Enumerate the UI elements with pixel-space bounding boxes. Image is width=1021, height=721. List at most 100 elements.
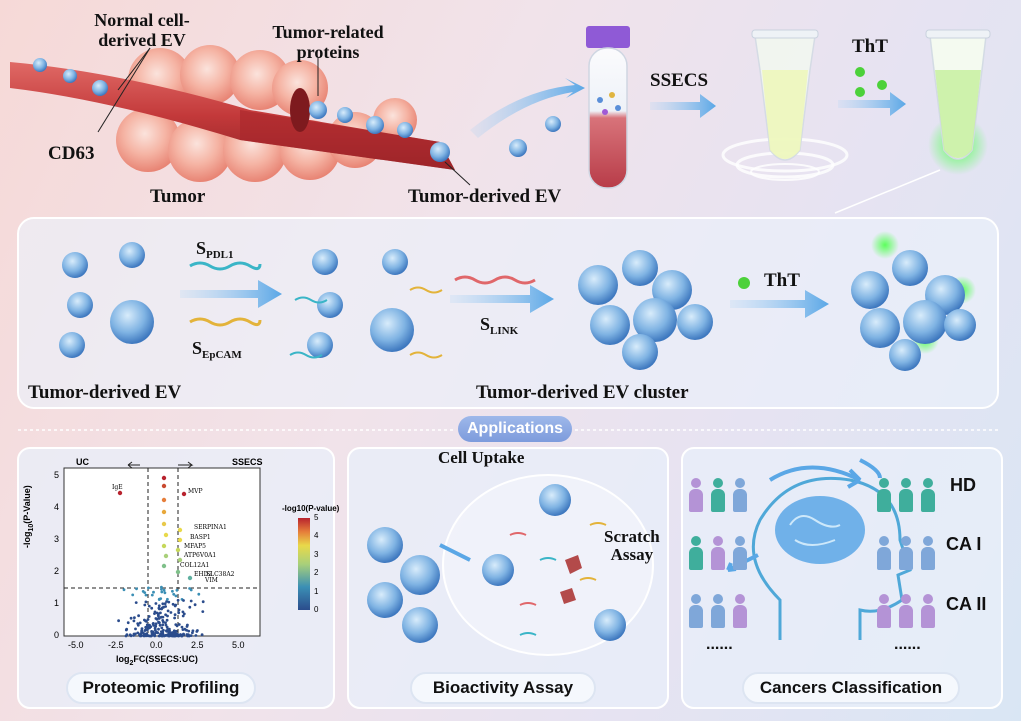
- volcano-point: [129, 616, 133, 620]
- volcano-point: [124, 634, 128, 638]
- volcano-point: [154, 622, 158, 626]
- bioactivity-assay-title: Bioactivity Assay: [410, 672, 596, 704]
- volcano-point: [161, 483, 167, 489]
- volcano-plot: [63, 467, 310, 638]
- fluorescent-ev-cluster: [851, 231, 976, 371]
- volcano-point: [140, 630, 144, 633]
- normal-ev-leader: [117, 47, 151, 91]
- volcano-point: [157, 615, 160, 618]
- volcano-point: [191, 629, 195, 633]
- tht-arrow: [838, 92, 906, 116]
- colorbar-title: -log10(P-value): [282, 504, 340, 513]
- volcano-xtick: 2.5: [191, 640, 204, 650]
- volcano-point: [161, 509, 167, 515]
- volcano-point: [167, 634, 171, 638]
- colorbar-tick: 5: [314, 513, 319, 522]
- volcano-point: [201, 610, 205, 613]
- volcano-point: [160, 630, 163, 633]
- volcano-point: [185, 625, 189, 628]
- person-icon: [920, 478, 936, 512]
- volcano-point: [200, 633, 204, 637]
- volcano-point: [193, 603, 197, 607]
- person-icon: [898, 536, 914, 570]
- scratch-line2: Assay: [610, 545, 654, 564]
- gene-label: MVP: [188, 488, 203, 495]
- volcano-point: [162, 588, 166, 592]
- person-icon: [876, 478, 892, 512]
- tht-icon-2: [738, 277, 750, 289]
- person-icon: [732, 478, 748, 512]
- person-icon: [920, 536, 936, 570]
- tumor-proteins-line2: proteins: [296, 42, 360, 62]
- volcano-point: [159, 611, 162, 615]
- volcano-point: [161, 602, 165, 606]
- volcano-xtick: 5.0: [232, 640, 245, 650]
- s-epcam-strand: [189, 317, 262, 327]
- arrow-3: [450, 285, 554, 313]
- volcano-point: [151, 630, 155, 634]
- volcano-point: [163, 602, 167, 606]
- volcano-point: [150, 593, 154, 597]
- gene-label: MFAP5: [184, 543, 206, 550]
- volcano-point: [187, 575, 193, 581]
- volcano-point: [165, 618, 169, 622]
- person-icon: [710, 536, 726, 570]
- person-icon: [898, 594, 914, 628]
- ssecs-arrow: [650, 94, 716, 118]
- colorbar-tick: 3: [314, 550, 319, 559]
- volcano-point: [169, 611, 173, 614]
- volcano-point: [161, 623, 165, 627]
- volcano-point: [159, 597, 163, 600]
- volcano-point: [142, 632, 146, 635]
- volcano-point: [170, 631, 174, 634]
- volcano-point: [122, 588, 126, 592]
- volcano-point: [139, 634, 143, 638]
- person-icon: [876, 594, 892, 628]
- volcano-point: [164, 605, 168, 608]
- scratch-assay-label: Scratch Assay: [604, 528, 660, 564]
- volcano-xlabel: log2FC(SSECS:UC): [116, 654, 198, 667]
- volcano-ytick: 0: [54, 630, 60, 640]
- volcano-point: [126, 621, 130, 625]
- volcano-point: [157, 627, 160, 631]
- volcano-point: [128, 633, 132, 637]
- volcano-point: [161, 563, 167, 569]
- person-icon: [876, 536, 892, 570]
- volcano-point: [163, 591, 167, 595]
- volcano-point: [136, 631, 140, 635]
- tumor-ev-leader: [444, 161, 471, 186]
- volcano-point: [134, 601, 138, 604]
- volcano-point: [197, 592, 201, 596]
- volcano-point: [153, 633, 156, 637]
- volcano-point: [174, 629, 178, 633]
- volcano-point: [132, 619, 136, 623]
- volcano-point: [136, 623, 140, 627]
- gene-label: VIM: [205, 577, 218, 584]
- volcano-point: [164, 623, 168, 627]
- volcano-point: [167, 600, 171, 604]
- volcano-point: [185, 633, 189, 637]
- ev-icon: [509, 139, 527, 157]
- volcano-point: [157, 606, 161, 610]
- volcano-point: [161, 543, 167, 549]
- volcano-point: [174, 594, 178, 598]
- s-pdl1-strand: [189, 261, 262, 271]
- person-icon: [688, 594, 704, 628]
- volcano-point: [170, 633, 174, 637]
- s-epcam-label: SEpCAM: [192, 338, 242, 361]
- volcano-point: [153, 612, 156, 615]
- volcano-point: [188, 587, 192, 590]
- volcano-ytick: 2: [54, 566, 60, 576]
- volcano-xtick: -2.5: [108, 640, 124, 650]
- volcano-point: [148, 623, 151, 627]
- volcano-point: [155, 611, 159, 615]
- tumor-proteins-label: Tumor-related proteins: [268, 22, 388, 62]
- volcano-point: [152, 590, 155, 594]
- volcano-point: [176, 598, 180, 602]
- volcano-point: [154, 602, 158, 605]
- person-icon: [688, 536, 704, 570]
- tagged-ev-group: [289, 249, 443, 359]
- dots-left: ......: [706, 636, 733, 653]
- volcano-point: [175, 569, 181, 575]
- volcano-point: [150, 633, 154, 637]
